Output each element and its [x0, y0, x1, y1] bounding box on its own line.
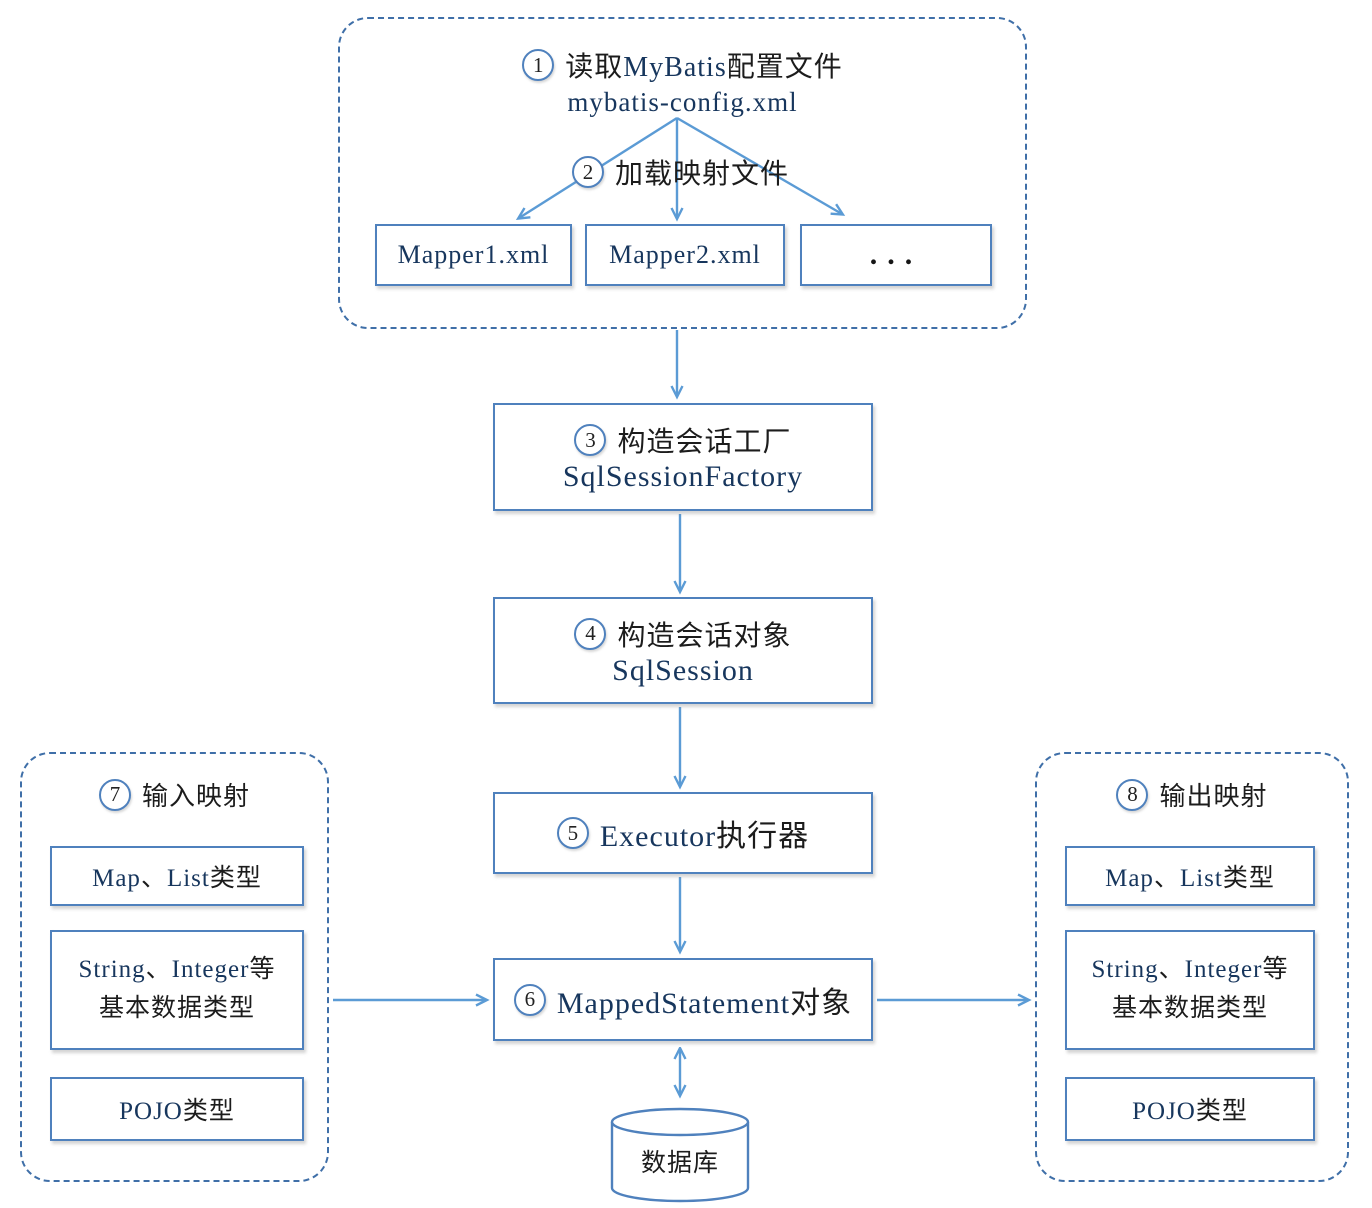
- step6-number-badge: 6: [513, 983, 546, 1016]
- step5-number-badge: 5: [556, 817, 589, 849]
- input-panel-title: 输入映射: [141, 782, 250, 811]
- input-panel-title-row: 7 输入映射: [22, 776, 327, 813]
- sqlsessionfactory-label: SqlSessionFactory: [562, 460, 804, 493]
- mapper1-box: Mapper1.xml: [375, 224, 572, 286]
- step2-title: 加载映射文件: [614, 159, 789, 190]
- output-panel-title-row: 8 输出映射: [1037, 776, 1347, 813]
- input-type-box-primitive: String、Integer等基本数据类型: [50, 930, 304, 1050]
- mapper2-box: Mapper2.xml: [585, 224, 785, 286]
- executor-box: 5 Executor执行器: [493, 792, 873, 874]
- config-filename: mybatis-config.xml: [567, 87, 798, 117]
- mapper-more-box: ...: [800, 224, 992, 286]
- step3-number-badge: 3: [574, 424, 607, 456]
- database-label: 数据库: [640, 1150, 719, 1177]
- sqlsessionfactory-box: 3 构造会话工厂 SqlSessionFactory: [493, 403, 873, 511]
- output-type-box-primitive: String、Integer等基本数据类型: [1065, 930, 1315, 1050]
- output-mapping-panel: 8 输出映射 Map、List类型 String、Integer等基本数据类型 …: [1035, 752, 1349, 1182]
- mappedstatement-box: 6 MappedStatement对象: [493, 958, 873, 1041]
- output-type-box-map-list: Map、List类型: [1065, 846, 1315, 906]
- step2-number-badge: 2: [571, 156, 604, 188]
- sqlsession-box: 4 构造会话对象 SqlSession: [493, 597, 873, 704]
- step4-number-badge: 4: [574, 617, 607, 650]
- output-panel-title: 输出映射: [1159, 782, 1268, 811]
- step1-title-row: 1 读取MyBatis配置文件: [340, 45, 1025, 85]
- input-type-box-map-list: Map、List类型: [50, 846, 304, 906]
- step1-title: 读取MyBatis配置文件: [565, 52, 843, 83]
- input-mapping-panel: 7 输入映射 Map、List类型 String、Integer等基本数据类型 …: [20, 752, 329, 1182]
- step8-number-badge: 8: [1116, 778, 1149, 811]
- sqlsession-label: SqlSession: [612, 653, 754, 687]
- step2-title-row: 2 加载映射文件: [338, 152, 1023, 192]
- step7-number-badge: 7: [98, 778, 131, 811]
- step1-number-badge: 1: [522, 49, 555, 81]
- output-type-box-pojo: POJO类型: [1065, 1077, 1315, 1141]
- input-type-box-pojo: POJO类型: [50, 1077, 304, 1141]
